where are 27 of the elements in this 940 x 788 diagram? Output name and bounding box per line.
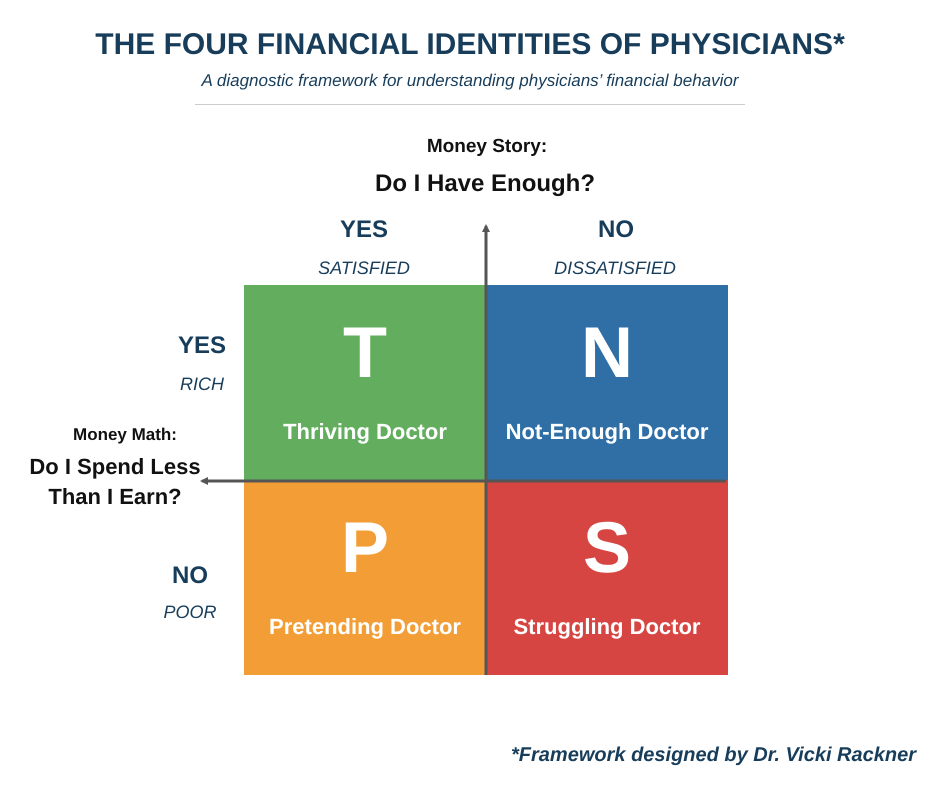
quadrant-title: Struggling Doctor bbox=[512, 614, 702, 640]
answer-note: SATISFIED bbox=[317, 257, 411, 280]
axis-title: Money Story: bbox=[426, 135, 548, 159]
answer-note: DISSATISFIED bbox=[553, 257, 677, 280]
quadrant-letter: N bbox=[580, 313, 634, 393]
quadrant-letter: S bbox=[582, 508, 632, 588]
answer-heading: NO bbox=[171, 561, 209, 591]
axis-question: Do I Have Enough? bbox=[374, 169, 596, 199]
answer-note: RICH bbox=[179, 373, 225, 396]
axis-title: Money Math: bbox=[72, 424, 178, 446]
quadrant-title: Not-Enough Doctor bbox=[504, 419, 710, 445]
quadrant-title: Pretending Doctor bbox=[268, 614, 462, 640]
answer-note: POOR bbox=[162, 601, 218, 624]
quadrant-card bbox=[244, 480, 486, 675]
axis-question: Do I Spend Less Than I Earn? bbox=[28, 453, 202, 511]
quadrant-title: Thriving Doctor bbox=[282, 419, 448, 445]
answer-heading: YES bbox=[338, 215, 390, 245]
quadrant-card bbox=[486, 480, 728, 675]
footnote: *Framework designed by Dr. Vicki Rackner bbox=[510, 744, 916, 767]
quadrant-letter: T bbox=[342, 313, 388, 393]
quadrant-card bbox=[486, 285, 728, 480]
quadrant-letter: P bbox=[340, 508, 390, 588]
subtitle: A diagnostic framework for understanding physicians’ financial behavior bbox=[200, 70, 740, 92]
answer-heading: NO bbox=[597, 215, 635, 245]
answer-heading: YES bbox=[176, 331, 228, 361]
title: THE FOUR FINANCIAL IDENTITIES OF PHYSICIANS* bbox=[94, 28, 846, 62]
quadrant-card bbox=[244, 285, 486, 480]
